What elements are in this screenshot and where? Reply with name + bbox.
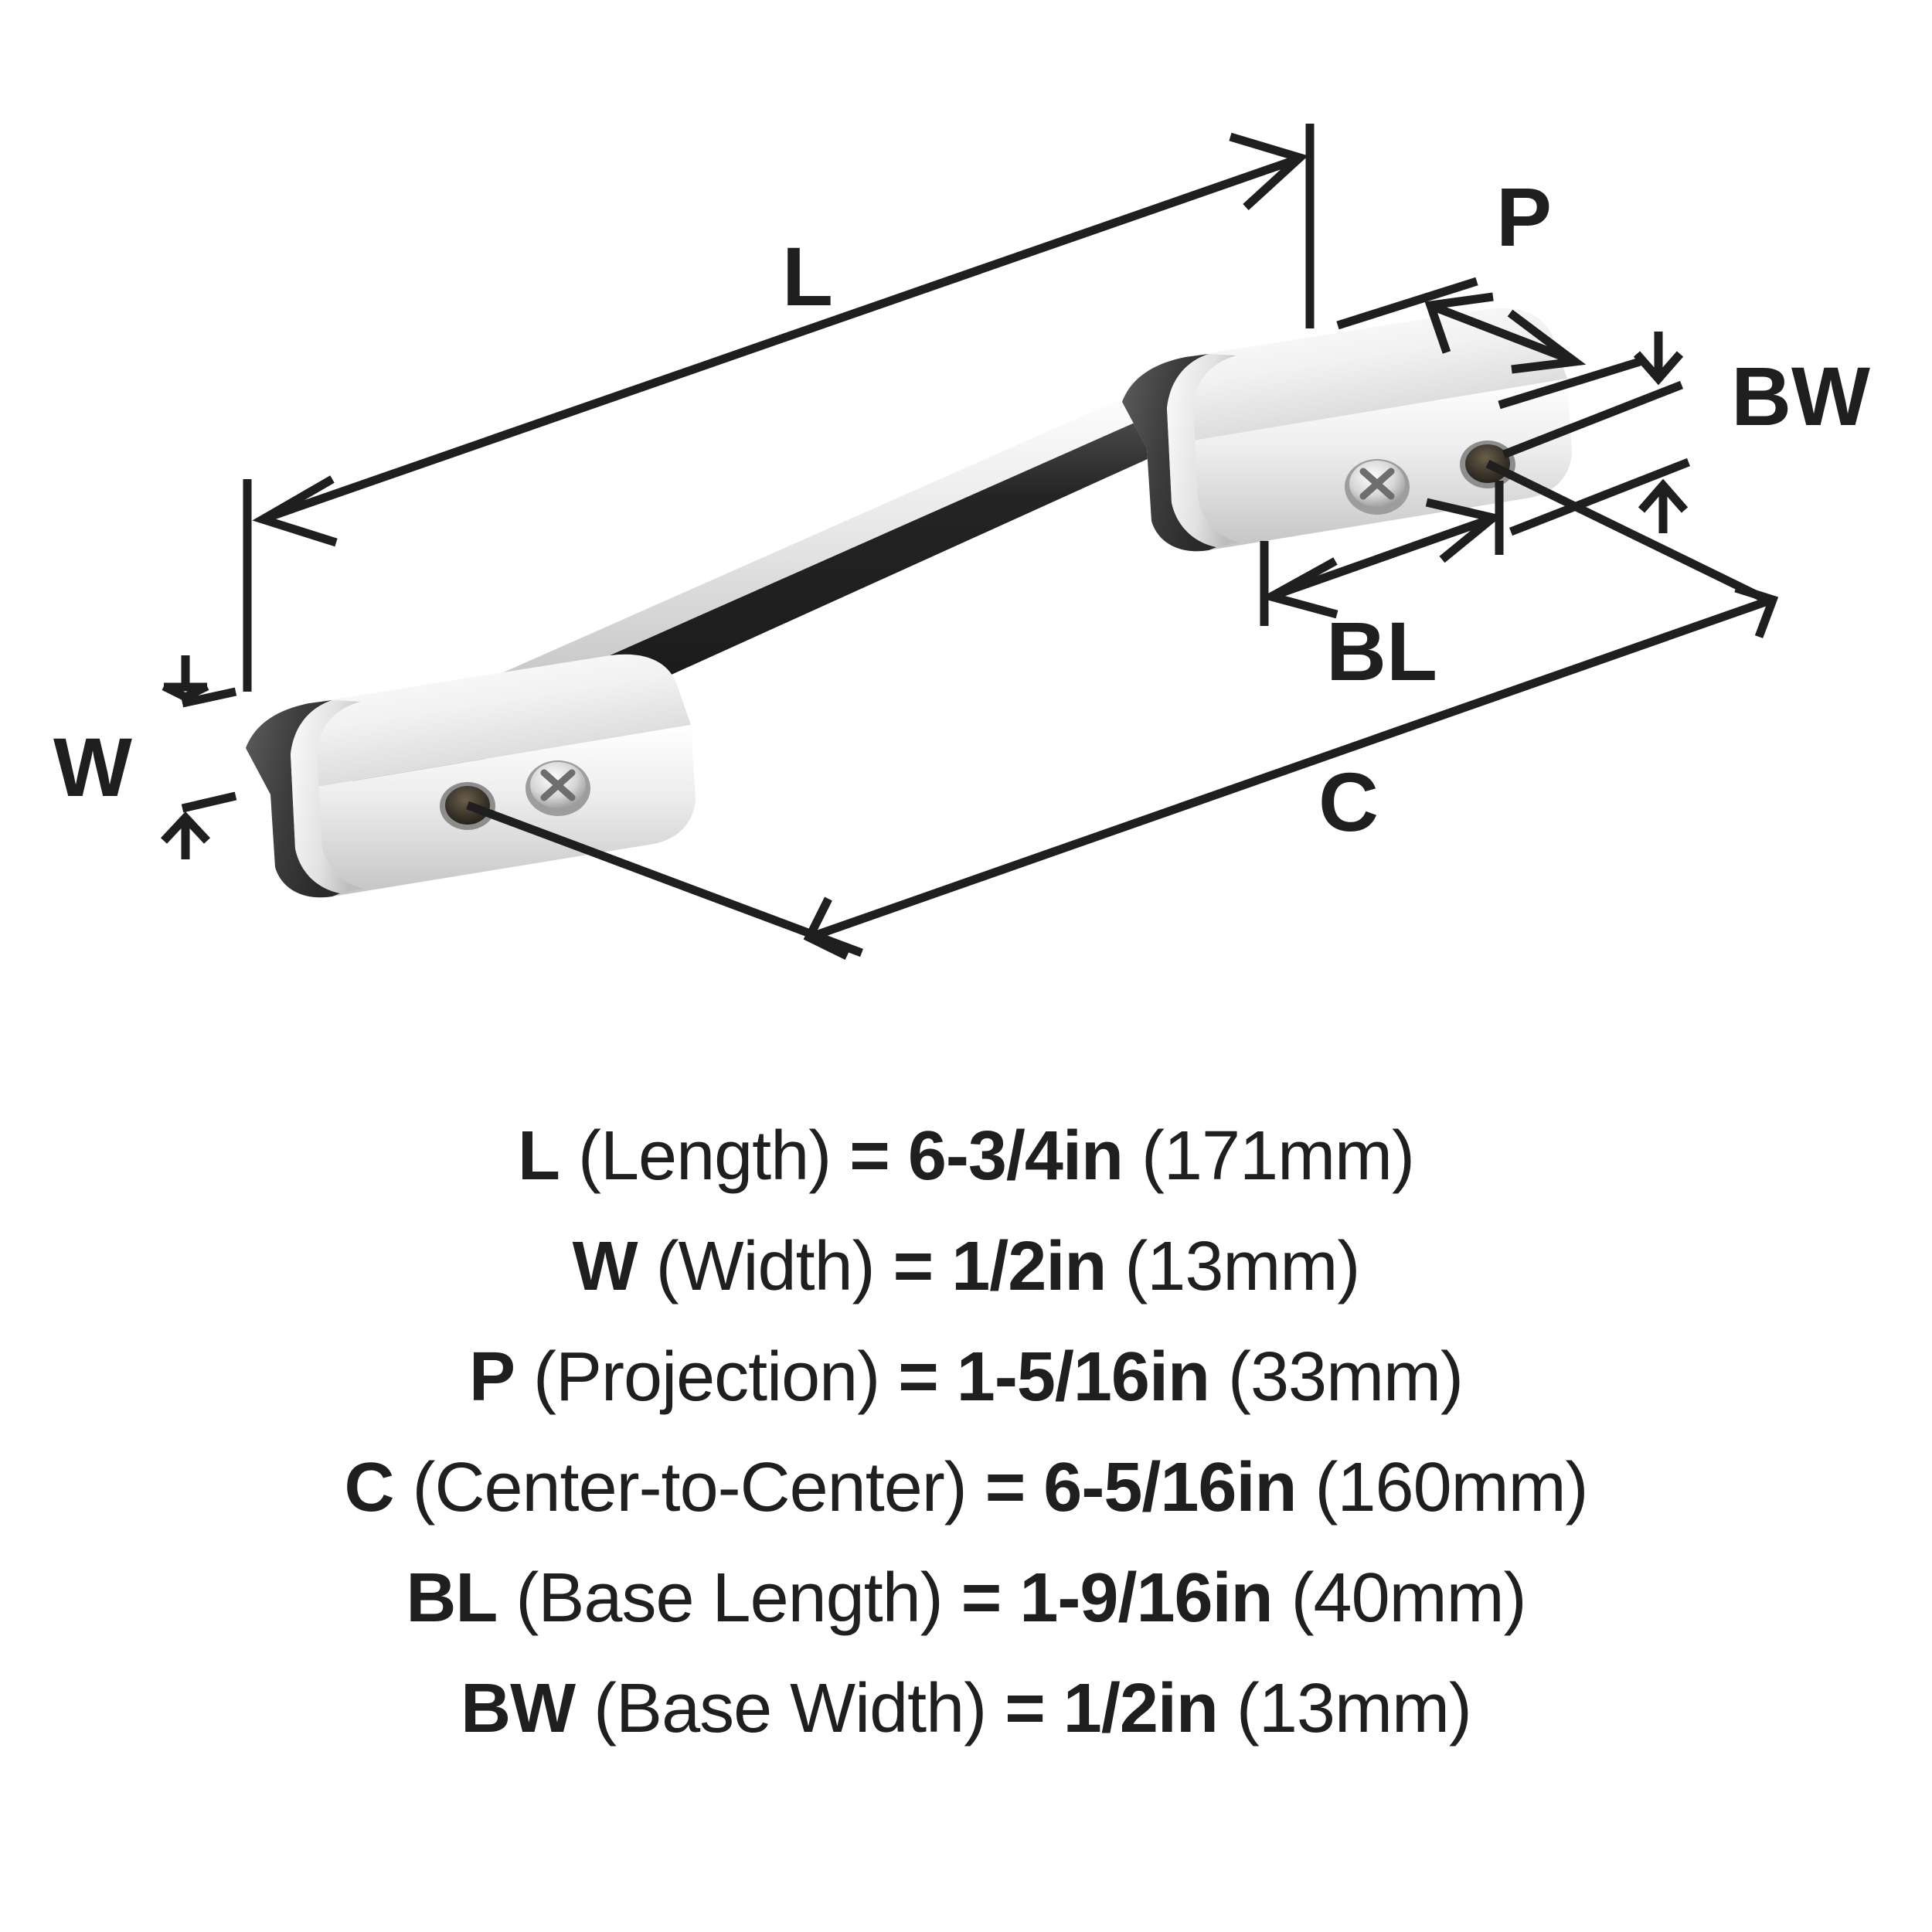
projection-label: P — [1496, 170, 1552, 264]
base-width-arrowhead-bottom-v — [1638, 478, 1689, 513]
spec-row-base-width: BW (Base Width) = 1/2in (13mm) — [0, 1654, 1932, 1764]
handle-base-right — [1122, 308, 1572, 552]
diagram-canvas: L W P — [53, 124, 1870, 960]
length-arrowhead-right — [1229, 132, 1308, 211]
specification-list: L (Length) = 6-3/4in (171mm) W (Width) =… — [0, 1101, 1932, 1764]
center-leader-right — [1485, 460, 1777, 607]
spec-metric-projection: (33mm) — [1227, 1338, 1464, 1416]
center-dimension-line — [812, 596, 1771, 940]
base-left-cap-highlight — [291, 700, 363, 893]
dimension-base-length — [1260, 481, 1504, 626]
spec-imperial-base-length: 1-9/16in — [1019, 1560, 1273, 1637]
dimension-length — [243, 124, 1315, 692]
base-length-dimension-line — [1274, 515, 1492, 600]
spec-imperial-width: 1/2in — [951, 1228, 1107, 1305]
spec-name-base-length: (Base Length) — [515, 1560, 943, 1637]
spec-name-center-to-center: (Center-to-Center) — [412, 1449, 967, 1526]
spec-imperial-length: 6-3/4in — [907, 1117, 1124, 1195]
spec-row-width: W (Width) = 1/2in (13mm) — [0, 1212, 1932, 1322]
dimension-center-to-center — [466, 460, 1779, 960]
width-label: W — [53, 720, 132, 814]
base-width-arrowhead-top-v — [1633, 351, 1684, 386]
spec-code-projection: P — [469, 1338, 515, 1416]
spec-equals-length: = — [849, 1117, 890, 1195]
spec-row-base-length: BL (Base Length) = 1-9/16in (40mm) — [0, 1543, 1932, 1654]
base-width-extension-bottom — [1509, 457, 1691, 536]
spec-metric-length: (171mm) — [1141, 1117, 1415, 1195]
length-dimension-line — [265, 155, 1297, 522]
spec-imperial-center-to-center: 6-5/16in — [1043, 1449, 1297, 1526]
projection-arrowhead-left — [1424, 292, 1494, 354]
product-diagram: L W P — [53, 124, 1870, 960]
spec-metric-base-width: (13mm) — [1236, 1670, 1472, 1747]
base-left-end-cap — [246, 700, 340, 898]
dimension-base-width — [1502, 332, 1691, 536]
spec-code-width: W — [572, 1228, 638, 1305]
base-right-top-face — [1122, 308, 1567, 448]
spec-name-length: (Length) — [578, 1117, 832, 1195]
dimension-projection — [1336, 277, 1641, 410]
spec-row-center-to-center: C (Center-to-Center) = 6-5/16in (160mm) — [0, 1433, 1932, 1543]
spec-metric-width: (13mm) — [1124, 1228, 1360, 1305]
spec-imperial-projection: 1-5/16in — [956, 1338, 1210, 1416]
spec-code-base-width: BW — [461, 1670, 576, 1747]
base-length-label: BL — [1326, 604, 1437, 698]
spec-name-width: (Width) — [655, 1228, 876, 1305]
spec-code-base-length: BL — [406, 1560, 498, 1637]
base-left-top-face — [246, 654, 691, 794]
base-width-extension-top — [1502, 380, 1684, 459]
spec-row-projection: P (Projection) = 1-5/16in (33mm) — [0, 1322, 1932, 1433]
base-right-cap-highlight — [1167, 354, 1240, 547]
spec-equals-base-width: = — [1005, 1670, 1046, 1747]
width-arrowhead-top-v — [162, 682, 209, 702]
screw-right — [1345, 459, 1410, 515]
projection-extension-lower — [1498, 357, 1641, 410]
base-length-arrowhead-right — [1425, 498, 1503, 563]
projection-extension-upper — [1336, 277, 1478, 330]
base-right-end-cap — [1122, 354, 1216, 552]
spec-equals-width: = — [893, 1228, 934, 1305]
dimension-width — [160, 655, 237, 859]
spec-metric-center-to-center: (160mm) — [1315, 1449, 1588, 1526]
screw-left — [526, 760, 590, 816]
projection-dimension-line — [1432, 302, 1573, 365]
length-label: L — [782, 230, 833, 323]
center-to-center-label: C — [1318, 755, 1379, 849]
width-arrowhead-bottom-v — [160, 811, 211, 844]
spec-equals-projection: = — [898, 1338, 939, 1416]
center-arrowhead-left — [803, 896, 849, 960]
spec-metric-base-length: (40mm) — [1291, 1560, 1527, 1637]
width-extension-bottom — [181, 791, 237, 813]
length-arrowhead-left — [252, 475, 338, 547]
projection-arrowhead-right — [1507, 309, 1587, 374]
base-width-label: BW — [1731, 349, 1870, 443]
base-length-arrowhead-left — [1260, 557, 1338, 619]
spec-equals-base-length: = — [961, 1560, 1002, 1637]
spec-imperial-base-width: 1/2in — [1063, 1670, 1219, 1747]
spec-code-center-to-center: C — [344, 1449, 394, 1526]
center-leader-left — [466, 801, 863, 957]
spec-row-length: L (Length) = 6-3/4in (171mm) — [0, 1101, 1932, 1212]
width-extension-top — [181, 687, 237, 708]
spec-name-base-width: (Base Width) — [594, 1670, 987, 1747]
spec-name-projection: (Projection) — [533, 1338, 880, 1416]
spec-equals-center-to-center: = — [985, 1449, 1026, 1526]
center-arrowhead-right — [1734, 583, 1779, 638]
spec-code-length: L — [518, 1117, 560, 1195]
